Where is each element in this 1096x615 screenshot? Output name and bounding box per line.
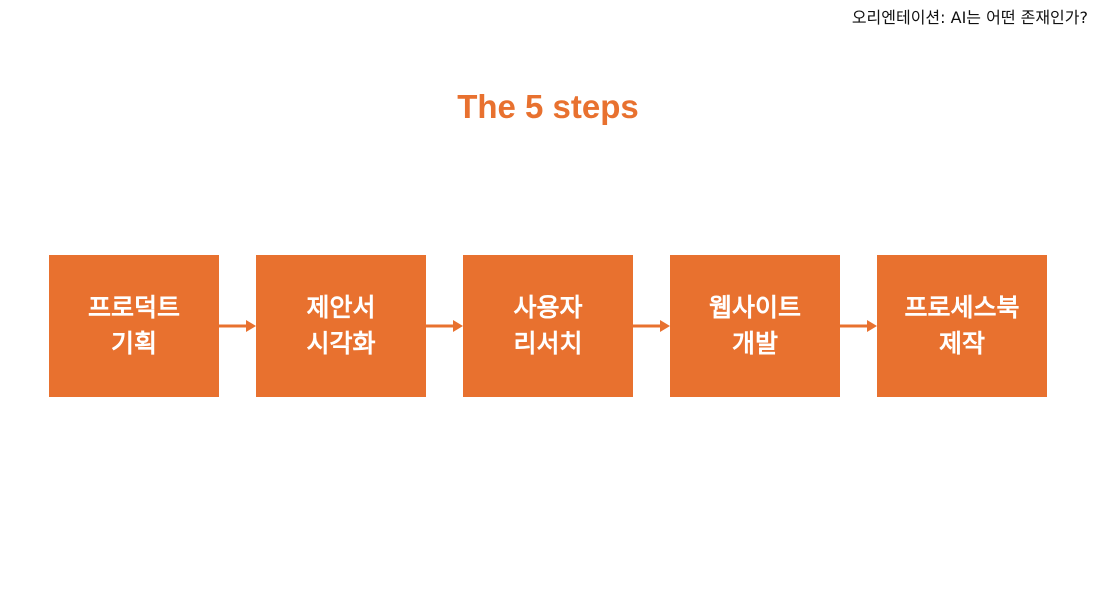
step-box-4: 웹사이트 개발 [670,255,840,397]
arrow-right-icon [426,319,463,333]
step-label-line1: 제안서 [306,293,376,322]
step-label-line2: 제작 [938,329,985,358]
slide-title: The 5 steps [457,88,639,125]
step-label-line1: 웹사이트 [708,293,801,322]
step-label-line1: 사용자 [513,293,583,322]
step-label-line2: 개발 [731,329,778,358]
step-label-line1: 프로덕트 [87,293,180,322]
step-box-1: 프로덕트 기획 [49,255,219,397]
step-box-2: 제안서 시각화 [256,255,426,397]
step-box-3: 사용자 리서치 [463,255,633,397]
step-box-5: 프로세스북 제작 [877,255,1047,397]
step-label-line2: 리서치 [513,329,583,358]
step-label-line2: 기획 [110,329,157,358]
arrow-right-icon [219,319,256,333]
slide-header-label: 오리엔테이션: AI는 어떤 존재인가? [851,8,1088,27]
arrow-right-icon [633,319,670,333]
process-flow: 프로덕트 기획 제안서 시각화 사용자 리서치 웹사이트 개발 프로세스북 제작 [49,255,1047,397]
arrow-right-icon [840,319,877,333]
step-label-line1: 프로세스북 [904,293,1020,322]
step-label-line2: 시각화 [306,329,376,358]
